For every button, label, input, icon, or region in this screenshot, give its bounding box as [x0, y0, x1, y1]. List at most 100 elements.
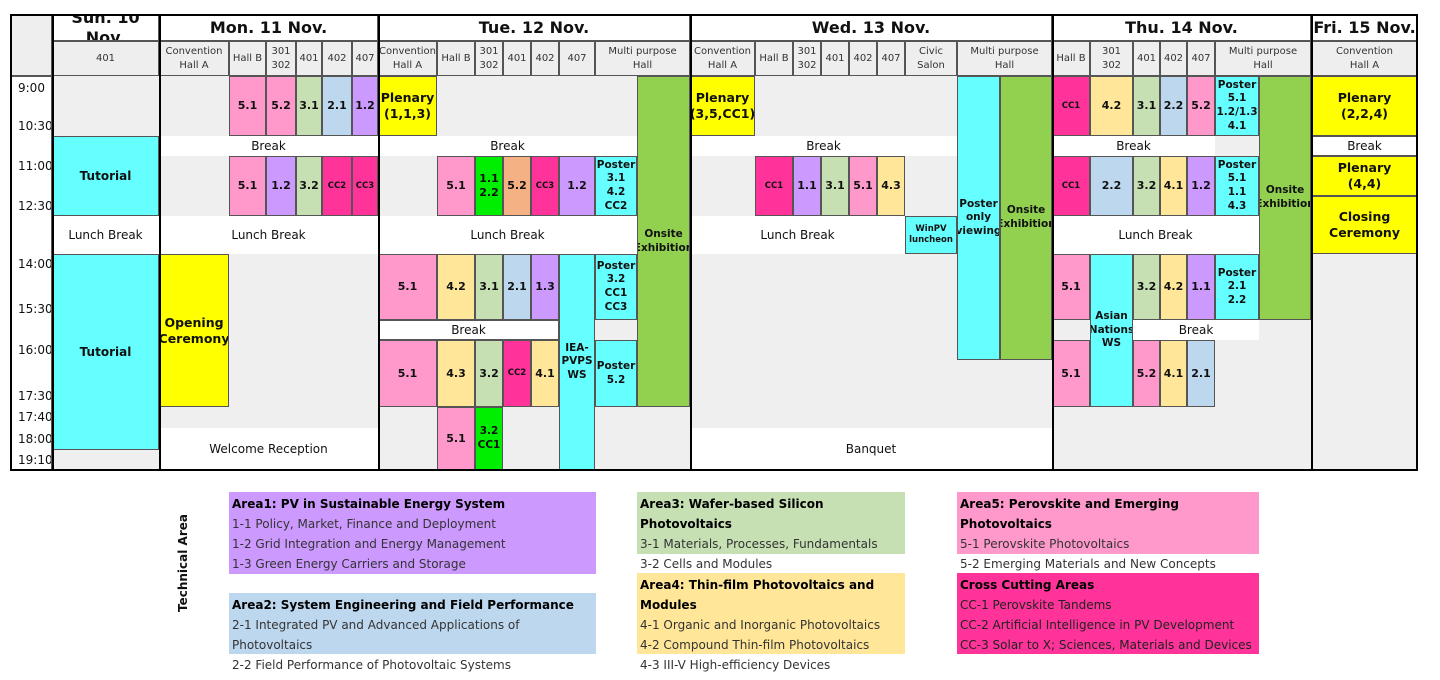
time-label: 16:00 — [18, 342, 52, 357]
break: Break — [1311, 136, 1418, 156]
session-block: 3.2 — [1133, 254, 1160, 320]
grid-divider — [10, 469, 1418, 471]
onsite-exhibition: Onsite Exhibition — [1000, 76, 1052, 360]
grid-divider — [378, 14, 380, 471]
session-block: 5.2 — [266, 76, 296, 136]
time-column — [10, 76, 52, 470]
day-header: Sun. 10 Nov. — [52, 14, 159, 41]
room-header: Multi purpose Hall — [1215, 41, 1311, 76]
legend-item: 4-2 Compound Thin-film Photovoltaics — [640, 638, 870, 652]
session-block: 5.1 — [437, 156, 475, 216]
legend-item: 1-3 Green Energy Carriers and Storage — [232, 557, 466, 571]
legend-area3-title: Area3: Wafer-based Silicon Photovoltaics — [640, 497, 824, 531]
tutorial-session: Tutorial — [52, 136, 159, 216]
session-block: 4.1 — [1160, 340, 1187, 407]
corner-cell — [10, 14, 52, 76]
legend-item: 1-2 Grid Integration and Energy Manageme… — [232, 537, 506, 551]
room-header: 301 302 — [475, 41, 503, 76]
grid-divider — [10, 14, 1418, 16]
legend-cross-cutting: Cross Cutting Areas CC-1 Perovskite Tand… — [957, 573, 1259, 654]
grid-divider — [1416, 14, 1418, 471]
room-header: Hall B — [437, 41, 475, 76]
session-block: 3.2 — [296, 156, 322, 216]
session-block: CC1 — [1052, 76, 1090, 136]
session-block: 5.1 — [378, 254, 437, 320]
session-block: 1.1 2.2 — [475, 156, 503, 216]
legend-item: CC-2 Artificial Intelligence in PV Devel… — [960, 618, 1235, 632]
banquet: Banquet — [690, 428, 1052, 470]
time-label: 19:10 — [18, 452, 52, 467]
legend-item: 4-3 III-V High-efficiency Devices — [640, 658, 831, 672]
time-label: 14:00 — [18, 256, 52, 271]
session-block: 4.1 — [531, 340, 559, 407]
legend-item: 3-1 Materials, Processes, Fundamentals — [640, 537, 878, 551]
legend-area2-title: Area2: System Engineering and Field Perf… — [232, 598, 574, 612]
session-block: 5.1 — [1052, 254, 1090, 320]
room-header: 401 — [821, 41, 849, 76]
lunch-break: Lunch Break — [1052, 216, 1259, 254]
time-label: 12:30 — [18, 198, 52, 213]
session-block: 1.2 — [352, 76, 378, 136]
legend-item: 3-2 Cells and Modules — [640, 557, 773, 571]
time-label: 17:40 — [18, 410, 52, 424]
session-block: CC1 — [755, 156, 793, 216]
session-block: 3.2 — [475, 340, 503, 407]
session-block: 4.3 — [437, 340, 475, 407]
room-header: 401 — [503, 41, 531, 76]
session-block: 3.1 — [296, 76, 322, 136]
legend-area4-title: Area4: Thin-film Photovoltaics and Modul… — [640, 578, 875, 612]
room-header: 407 — [1187, 41, 1215, 76]
legend-item: 5-1 Perovskite Photovoltaics — [960, 537, 1130, 551]
day-header: Wed. 13 Nov. — [690, 14, 1052, 41]
poster-session: Poster 2.1 2.2 — [1215, 254, 1259, 320]
time-label: 11:00 — [18, 158, 52, 173]
session-block: 5.2 — [503, 156, 531, 216]
room-header: 301 302 — [793, 41, 821, 76]
room-header: 402 — [531, 41, 559, 76]
session-block: 4.2 — [1160, 254, 1187, 320]
session-block: 1.2 — [1187, 156, 1215, 216]
room-header: Civic Salon — [905, 41, 957, 76]
day-header: Tue. 12 Nov. — [378, 14, 690, 41]
schedule-grid: Sun. 10 Nov.Mon. 11 Nov.Tue. 12 Nov.Wed.… — [10, 14, 1418, 472]
break: Break — [690, 136, 957, 156]
legend-area1: Area1: PV in Sustainable Energy System 1… — [229, 492, 596, 574]
grid-divider — [690, 14, 692, 471]
room-header: 402 — [1160, 41, 1187, 76]
lunch-break: Lunch Break — [159, 216, 378, 254]
session-block: CC1 — [1052, 156, 1090, 216]
onsite-exhibition: Onsite Exhibition — [637, 76, 690, 407]
session-block: 5.1 — [849, 156, 877, 216]
session-block: 3.1 — [1133, 76, 1160, 136]
time-label: 15:30 — [18, 301, 52, 316]
poster-session: Poster 5.1 1.2/1.3 4.1 — [1215, 76, 1259, 136]
welcome-reception: Welcome Reception — [159, 428, 378, 470]
room-header: Multi purpose Hall — [595, 41, 690, 76]
session-block: 4.1 — [1160, 156, 1187, 216]
break: Break — [378, 136, 637, 156]
grid-divider — [1311, 14, 1313, 471]
legend-area4: Area4: Thin-film Photovoltaics and Modul… — [637, 573, 905, 672]
lunch-break: Lunch Break — [378, 216, 637, 254]
legend-item: 2-1 Integrated PV and Advanced Applicati… — [232, 618, 520, 652]
day-header: Thu. 14 Nov. — [1052, 14, 1311, 41]
lunch-break: Lunch Break — [52, 216, 159, 254]
room-header: Convention Hall A — [1311, 41, 1418, 76]
session-block: CC2 — [503, 340, 531, 407]
legend-area3: Area3: Wafer-based Silicon Photovoltaics… — [637, 492, 905, 571]
legend-area5: Area5: Perovskite and Emerging Photovolt… — [957, 492, 1259, 571]
session-block: CC2 — [322, 156, 352, 216]
legend-item: 5-2 Emerging Materials and New Concepts — [960, 557, 1216, 571]
room-header: 407 — [559, 41, 595, 76]
asian-nations-workshop: Asian Nations WS — [1090, 254, 1133, 407]
room-header: 402 — [849, 41, 877, 76]
poster-session: Poster 5.2 — [595, 340, 637, 407]
room-header: Convention Hall A — [159, 41, 229, 76]
session-block: 1.2 — [266, 156, 296, 216]
legend-item: CC-1 Perovskite Tandems — [960, 598, 1112, 612]
plenary-session: Plenary (2,2,4) — [1311, 76, 1418, 136]
room-header: 401 — [1133, 41, 1160, 76]
room-header: 301 302 — [1090, 41, 1133, 76]
room-header: 402 — [322, 41, 352, 76]
room-header: Hall B — [229, 41, 266, 76]
